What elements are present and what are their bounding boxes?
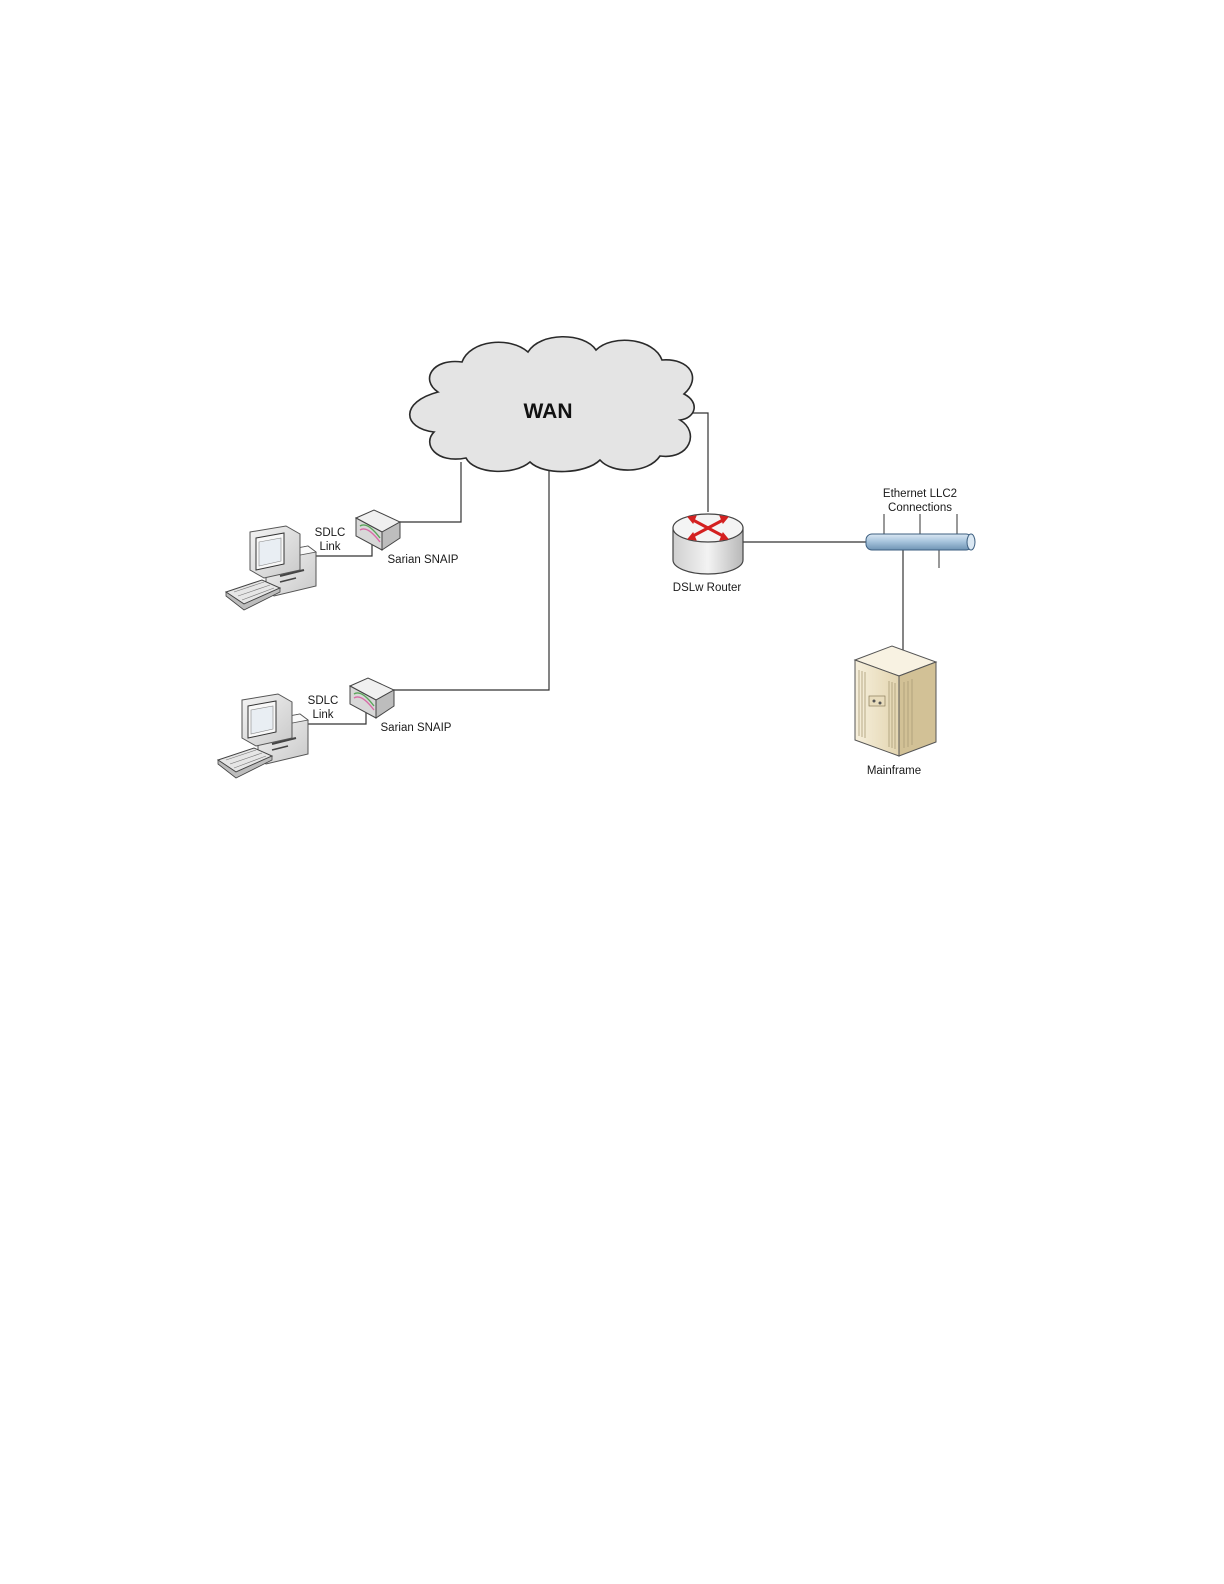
dslw-router: DSLw Router [673,514,743,594]
router-icon [673,514,743,574]
snaip-label-bottom: Sarian SNAIP [381,722,452,734]
computer-icon [226,526,316,610]
link-snaip-bottom-to-wan [392,468,549,690]
sdlc-label-bottom-line1: SDLC [308,695,339,707]
mainframe-icon [855,646,936,756]
bus-cylinder [866,534,972,550]
link-snaip-top-to-wan [398,462,461,522]
mainframe-label: Mainframe [867,765,921,777]
wan-cloud: WAN [410,337,694,472]
snaip-top [356,510,400,550]
snaip-label-top: Sarian SNAIP [388,554,459,566]
router-label: DSLw Router [673,582,742,594]
sdlc-label-top-line1: SDLC [315,527,346,539]
modem-icon [356,510,400,550]
pc-top [226,526,316,610]
ethernet-bus: Ethernet LLC2 Connections [866,488,975,568]
modem-icon [350,678,394,718]
ethernet-label-line1: Ethernet LLC2 [883,488,957,500]
pc-bottom [218,694,308,778]
mainframe: Mainframe [855,646,936,777]
ethernet-label-line2: Connections [888,502,952,514]
sdlc-label-bottom-line2: Link [312,709,333,721]
computer-icon [218,694,308,778]
cloud-label: WAN [524,400,573,423]
sdlc-label-top-line2: Link [319,541,340,553]
snaip-bottom [350,678,394,718]
